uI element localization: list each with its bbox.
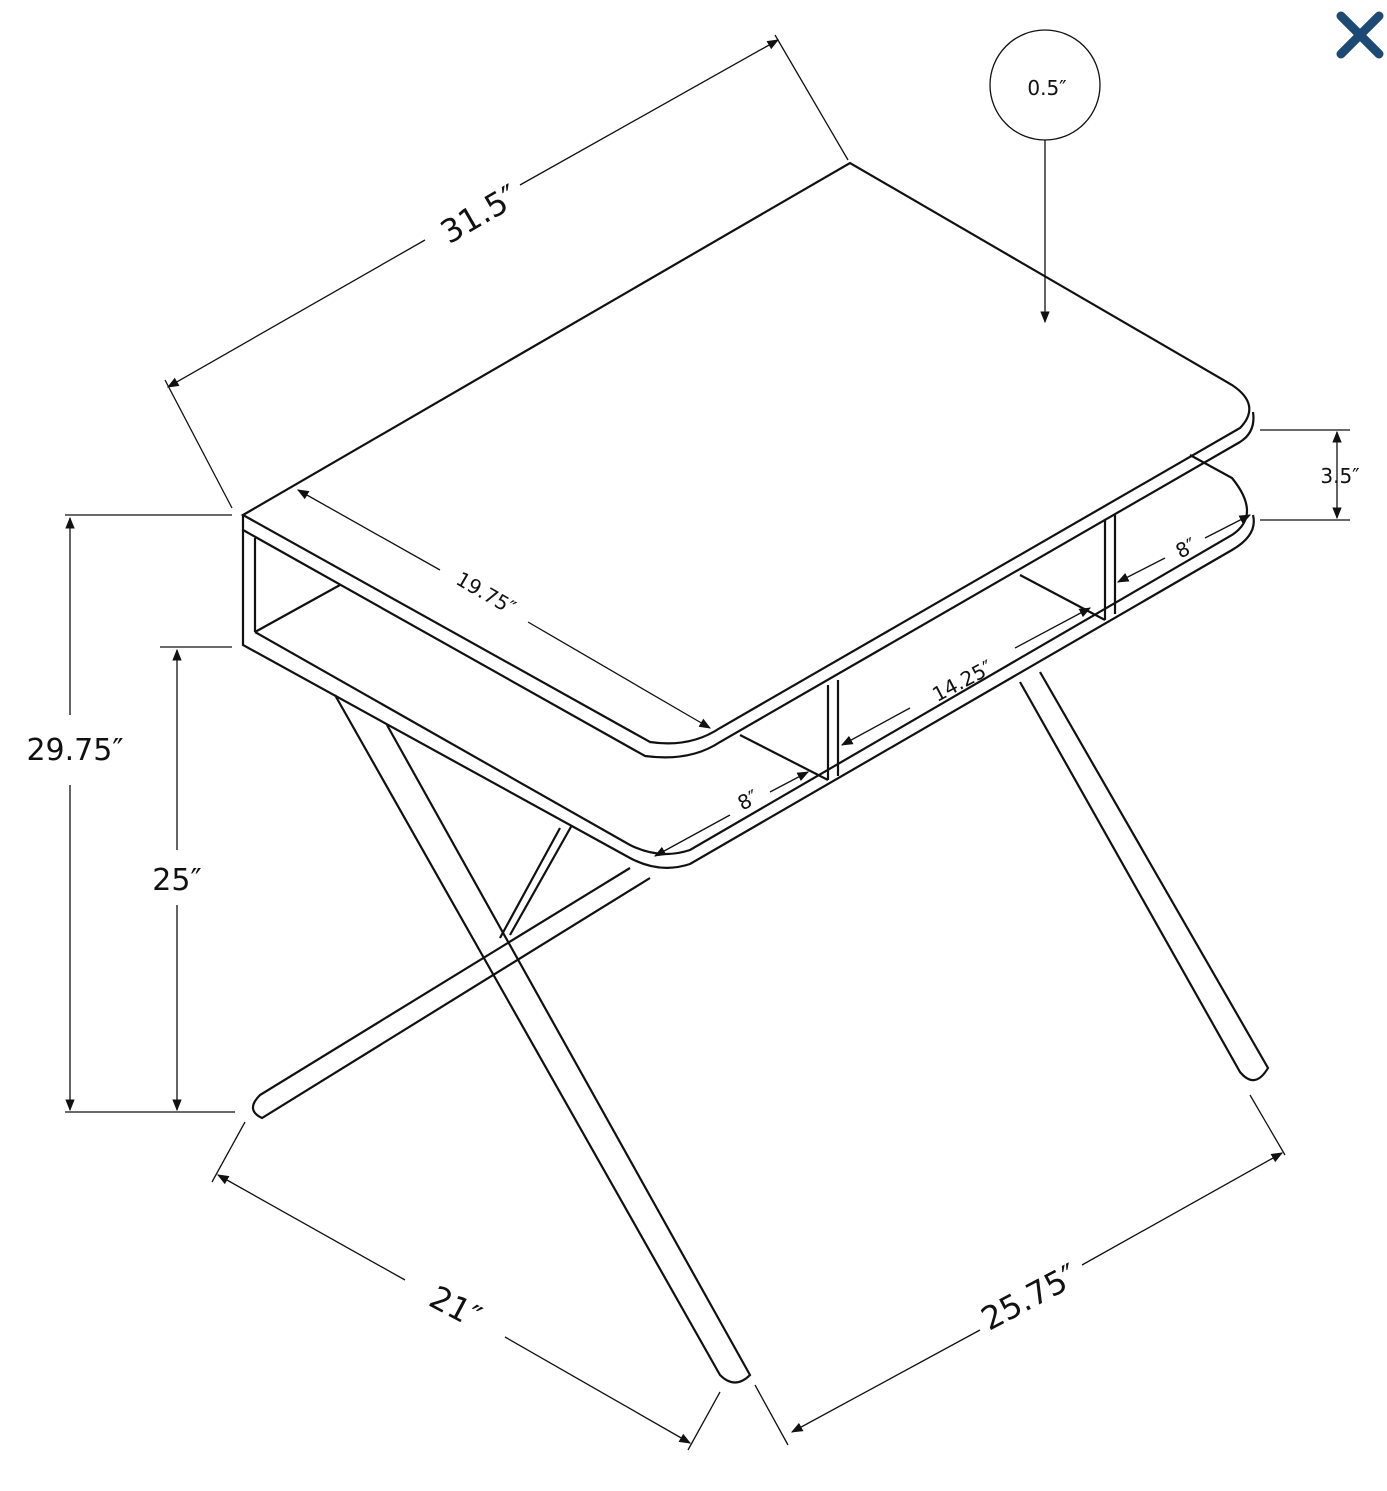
cubby-right-label: 8″ [1171, 533, 1200, 564]
cubby-middle-label: 14.25″ [928, 655, 996, 707]
top-thickness-label: 0.5″ [1027, 76, 1066, 100]
top-depth-label: 19.75″ [452, 567, 520, 620]
total-height-label: 29.75″ [26, 733, 123, 768]
close-icon [1336, 11, 1384, 59]
dimension-lines [65, 29, 1350, 1451]
width-label: 31.5″ [434, 177, 525, 252]
desk-drawing [240, 161, 1270, 1384]
dimension-labels: 31.5″ 0.5″ 3.5″ 19.75″ 8″ 14.25″ 8″ 29.7… [26, 76, 1359, 1338]
knee-height-label: 25″ [152, 863, 201, 898]
close-button[interactable] [1335, 10, 1385, 60]
base-depth-label: 21″ [423, 1278, 487, 1336]
base-width-label: 25.75″ [975, 1256, 1084, 1338]
shelf-gap-label: 3.5″ [1320, 464, 1359, 488]
